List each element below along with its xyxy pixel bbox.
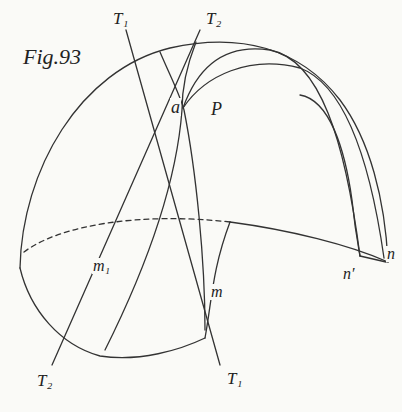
curve-m1 [105, 42, 196, 350]
point-label: T₂ [36, 372, 53, 389]
curve-n-prime [183, 49, 360, 256]
cut-edge [205, 222, 230, 338]
point-label: T₁ [112, 10, 129, 27]
base-visible [230, 222, 388, 262]
curve-inner [300, 95, 360, 256]
point-label: P [210, 100, 223, 118]
point-label: a [170, 98, 181, 116]
point-label: m₁ [92, 258, 111, 274]
point-label: n [386, 246, 396, 262]
point-label: T₂ [205, 10, 222, 27]
point-label: n′ [342, 266, 356, 282]
front-edge [20, 268, 205, 358]
curve-n [183, 64, 384, 258]
dome-outline [20, 42, 388, 268]
n-link [360, 256, 386, 262]
tangent-T1 [126, 30, 220, 365]
tangent-T2 [52, 30, 200, 365]
point-label: T₁ [226, 370, 243, 387]
figure-number: Fig.93 [22, 46, 82, 68]
point-label: m [210, 284, 224, 300]
